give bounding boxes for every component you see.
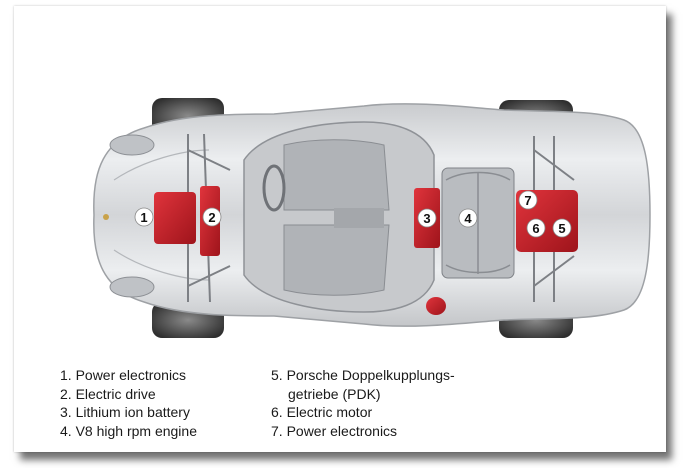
callout-1-label: 1 xyxy=(140,210,147,225)
callout-6-label: 6 xyxy=(532,221,539,236)
power-electronics-front-block xyxy=(154,192,196,244)
legend-item: 7. Power electronics xyxy=(271,422,398,439)
callout-2: 2 xyxy=(202,207,222,227)
legend-item: 3. Lithium ion battery xyxy=(60,404,190,421)
legend-item: 1. Power electronics xyxy=(60,367,187,383)
callout-1: 1 xyxy=(134,207,154,227)
callout-7: 7 xyxy=(518,190,538,210)
callout-5: 5 xyxy=(552,218,572,238)
legend-item: 2. Electric drive xyxy=(60,385,156,402)
callout-4: 4 xyxy=(458,208,478,228)
legend-right-column: 5. Porsche Doppelkupplungs- getriebe (PD… xyxy=(271,366,455,440)
callout-3: 3 xyxy=(417,208,437,228)
legend-item: 4. V8 high rpm engine xyxy=(60,422,197,439)
car-cutaway-diagram: 1 2 3 4 5 6 7 xyxy=(34,10,659,365)
callout-5-label: 5 xyxy=(558,221,565,236)
front-left-headlight xyxy=(109,134,155,156)
callout-3-label: 3 xyxy=(423,211,430,226)
figure-card: 1 2 3 4 5 6 7 xyxy=(14,6,666,452)
callout-6: 6 xyxy=(526,218,546,238)
callout-7-label: 7 xyxy=(524,193,531,208)
fuel-cap xyxy=(426,297,446,315)
porsche-crest xyxy=(103,214,109,220)
legend-item: 6. Electric motor xyxy=(271,404,373,421)
legend-item: 5. Porsche Doppelkupplungs- xyxy=(271,367,455,383)
front-right-headlight xyxy=(109,276,155,298)
callout-2-label: 2 xyxy=(208,210,215,225)
legend-left-column: 1. Power electronics 2. Electric drive 3… xyxy=(60,366,197,440)
legend-item-continuation: getriebe (PDK) xyxy=(288,385,381,402)
callout-4-label: 4 xyxy=(464,211,472,226)
steering-wheel xyxy=(262,164,286,212)
